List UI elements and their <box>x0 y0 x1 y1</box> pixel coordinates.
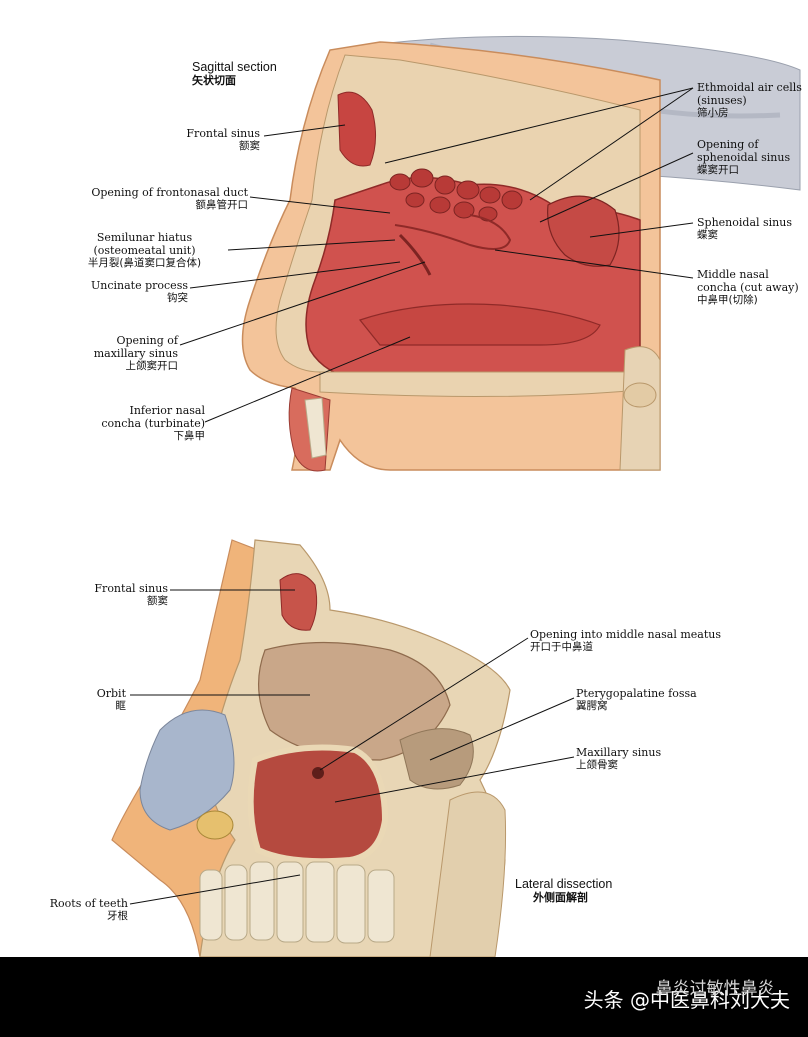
lateral-title: Lateral dissection 外侧面解剖 <box>515 877 612 905</box>
sagittal-title: Sagittal section 矢状切面 <box>192 60 277 88</box>
label-en: Opening of <box>116 334 179 347</box>
label-en: Sphenoidal sinus <box>697 216 792 229</box>
label-maxillary-sinus: Maxillary sinus 上颌骨窦 <box>576 746 661 772</box>
pterygopalatine-fossa <box>399 728 474 790</box>
title-en: Lateral dissection <box>515 877 613 891</box>
label-zh: 下鼻甲 <box>173 430 206 442</box>
nasal-cartilage <box>139 709 235 831</box>
sagittal-section-figure: Sagittal section 矢状切面 Frontal sinus 额窦 O… <box>0 0 808 500</box>
label-orbit: Orbit 眶 <box>97 687 126 713</box>
label-en: Pterygopalatine fossa <box>576 687 697 700</box>
label-zh: 蝶窦开口 <box>697 164 739 176</box>
label-sphenoidal-opening: Opening of sphenoidal sinus 蝶窦开口 <box>697 138 790 177</box>
illustration-stage: Sagittal section 矢状切面 Frontal sinus 额窦 O… <box>0 0 808 957</box>
label-zh: 眶 <box>115 700 127 712</box>
frontal-sinus-2 <box>279 573 318 631</box>
watermark: 头条 @中医鼻科刘大夫 鼻炎过敏性鼻炎 <box>583 979 790 1013</box>
label-en: Roots of teeth <box>49 897 128 910</box>
label-zh: 半月裂(鼻道窦口复合体) <box>87 257 202 269</box>
label-en: Opening into middle nasal meatus <box>530 628 722 641</box>
sagittal-section-drawing <box>179 35 801 472</box>
lateral-dissection-figure: Frontal sinus 额窦 Orbit 眶 Roots of teeth … <box>0 520 808 957</box>
label-en-2: sphenoidal sinus <box>697 151 791 164</box>
inferior-concha <box>358 303 601 346</box>
label-zh: 中鼻甲(切除) <box>697 294 758 306</box>
label-en: Maxillary sinus <box>576 746 662 759</box>
label-middle-concha: Middle nasal concha (cut away) 中鼻甲(切除) <box>697 268 799 307</box>
label-middle-meatus-opening: Opening into middle nasal meatus 开口于中鼻道 <box>530 628 721 654</box>
label-semilunar-hiatus: Semilunar hiatus (osteomeatal unit) 半月裂(… <box>72 231 217 270</box>
label-zh: 牙根 <box>107 910 128 922</box>
label-en: Frontal sinus <box>186 127 260 140</box>
watermark-overlay-text: 鼻炎过敏性鼻炎 <box>655 979 775 999</box>
teeth-row <box>199 861 395 944</box>
maxillary-sinus <box>247 744 389 865</box>
label-en: Semilunar hiatus <box>96 231 193 244</box>
frontal-sinus <box>337 91 376 167</box>
label-roots-of-teeth: Roots of teeth 牙根 <box>50 897 128 923</box>
label-en-2: concha (cut away) <box>697 281 799 294</box>
label-zh: 上颌窦开口 <box>125 360 179 372</box>
watermark-bar: 头条 @中医鼻科刘大夫 鼻炎过敏性鼻炎 <box>0 957 808 1037</box>
leader-lines-bottom <box>129 589 575 905</box>
label-zh: 钩突 <box>167 292 188 304</box>
title-zh: 矢状切面 <box>192 74 236 87</box>
label-zh: 开口于中鼻道 <box>530 641 593 653</box>
title-en: Sagittal section <box>192 60 277 74</box>
label-zh: 筛小房 <box>697 107 729 119</box>
label-frontal-sinus: Frontal sinus 额窦 <box>186 127 260 153</box>
label-sphenoidal-sinus: Sphenoidal sinus 蝶窦 <box>697 216 792 242</box>
label-en: Opening of frontonasal duct <box>91 186 248 199</box>
label-ethmoidal-cells: Ethmoidal air cells (sinuses) 筛小房 <box>697 81 802 120</box>
label-uncinate-process: Uncinate process 钩突 <box>91 279 188 305</box>
label-zh: 上颌骨窦 <box>576 759 618 771</box>
label-zh: 额鼻管开口 <box>195 199 249 211</box>
vertebra-body <box>623 382 657 408</box>
label-en: Inferior nasal <box>129 404 205 417</box>
watermark-text: 头条 @中医鼻科刘大夫 <box>583 988 790 1012</box>
title-zh: 外侧面解剖 <box>533 891 588 904</box>
label-en: Uncinate process <box>91 279 188 292</box>
label-zh: 翼腭窝 <box>576 700 608 712</box>
label-en: Opening of <box>697 138 759 151</box>
sinus-ostium <box>312 767 324 779</box>
label-en-2: maxillary sinus <box>93 347 178 360</box>
label-pterygopalatine-fossa: Pterygopalatine fossa 翼腭窝 <box>576 687 697 713</box>
middle-concha <box>394 214 512 250</box>
ethmoidal-cells <box>389 168 523 222</box>
label-frontonasal-duct: Opening of frontonasal duct 额鼻管开口 <box>91 186 248 212</box>
incisor <box>304 397 327 459</box>
label-zh: 额窦 <box>239 140 260 152</box>
vertebra <box>619 346 661 471</box>
label-frontal-sinus-2: Frontal sinus 额窦 <box>94 582 168 608</box>
label-en: Middle nasal <box>697 268 769 281</box>
label-en-2: concha (turbinate) <box>101 417 205 430</box>
label-inferior-concha: Inferior nasal concha (turbinate) 下鼻甲 <box>101 404 205 443</box>
leader-lines <box>179 87 694 423</box>
label-maxillary-opening: Opening of maxillary sinus 上颌窦开口 <box>94 334 178 373</box>
label-en: Ethmoidal air cells <box>697 81 802 94</box>
mandible <box>429 791 507 957</box>
hard-palate <box>319 371 641 398</box>
label-en: Orbit <box>96 687 126 700</box>
semilunar-hiatus <box>398 233 432 276</box>
label-zh: 蝶窦 <box>697 229 718 241</box>
label-zh: 额窦 <box>147 595 168 607</box>
alar-cartilage <box>196 810 234 840</box>
label-en: Frontal sinus <box>94 582 168 595</box>
lateral-dissection-drawing <box>111 539 575 957</box>
label-en-2: (sinuses) <box>697 94 747 107</box>
label-en-2: (osteomeatal unit) <box>93 244 196 257</box>
